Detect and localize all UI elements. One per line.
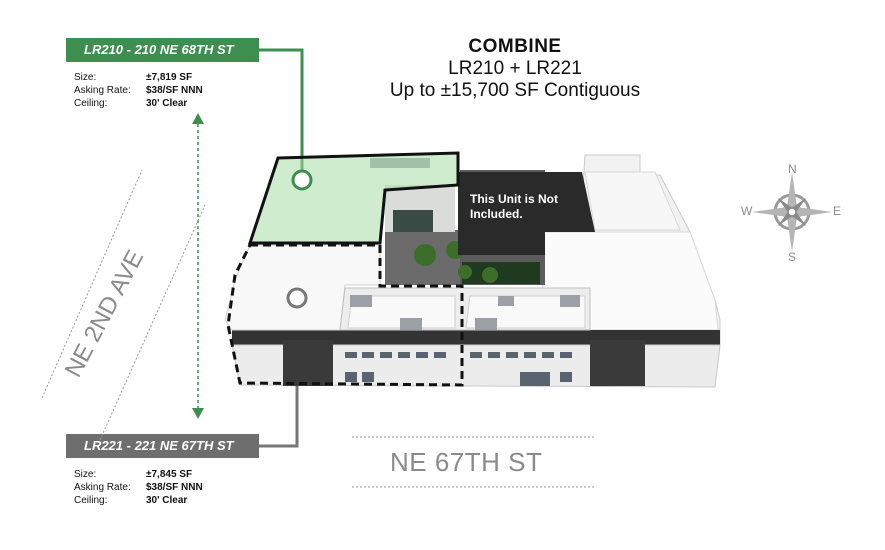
- street-line-west-1: [41, 169, 143, 399]
- unit-lr221-label: LR221 - 221 NE 67TH ST: [66, 434, 259, 458]
- title-line-3: Up to ±15,700 SF Contiguous: [389, 80, 641, 101]
- arrow-down-icon: [192, 408, 204, 419]
- arrow-up-icon: [192, 113, 204, 124]
- spec-row: Asking Rate:$38/SF NNN: [74, 482, 203, 493]
- lr210-leader-line: [259, 48, 304, 178]
- street-ne-67th: NE 67TH ST: [390, 447, 543, 477]
- spec-row: Size:±7,819 SF: [74, 72, 193, 83]
- lr221-outline: [226, 243, 464, 387]
- compass-w: W: [741, 204, 753, 218]
- unit-lr221-specs: Size:±7,845 SF Asking Rate:$38/SF NNN Ce…: [74, 468, 203, 507]
- spec-row: Size:±7,845 SF: [74, 469, 193, 480]
- combine-title: COMBINE LR210 + LR221 Up to ±15,700 SF C…: [340, 36, 690, 102]
- lr221-marker: [286, 287, 308, 309]
- building: [224, 154, 721, 388]
- compass-e: E: [833, 204, 842, 218]
- street-line-west-2: [99, 204, 206, 441]
- unit-lr210-specs: Size:±7,819 SF Asking Rate:$38/SF NNN Ce…: [74, 71, 203, 110]
- spec-row: Ceiling:30' Clear: [74, 98, 188, 109]
- title-line-1: COMBINE: [468, 36, 562, 57]
- unit-lr210-label: LR210 - 210 NE 68TH ST: [66, 38, 259, 62]
- compass-s: S: [788, 250, 797, 264]
- compass-n: N: [788, 162, 797, 176]
- title-line-2: LR210 + LR221: [448, 58, 582, 79]
- not-included-note: This Unit is Not Included.: [470, 192, 558, 221]
- spec-row: Ceiling:30' Clear: [74, 495, 188, 506]
- compass-icon: [752, 172, 832, 252]
- lr210-marker: [291, 169, 313, 191]
- spec-row: Asking Rate:$38/SF NNN: [74, 85, 203, 96]
